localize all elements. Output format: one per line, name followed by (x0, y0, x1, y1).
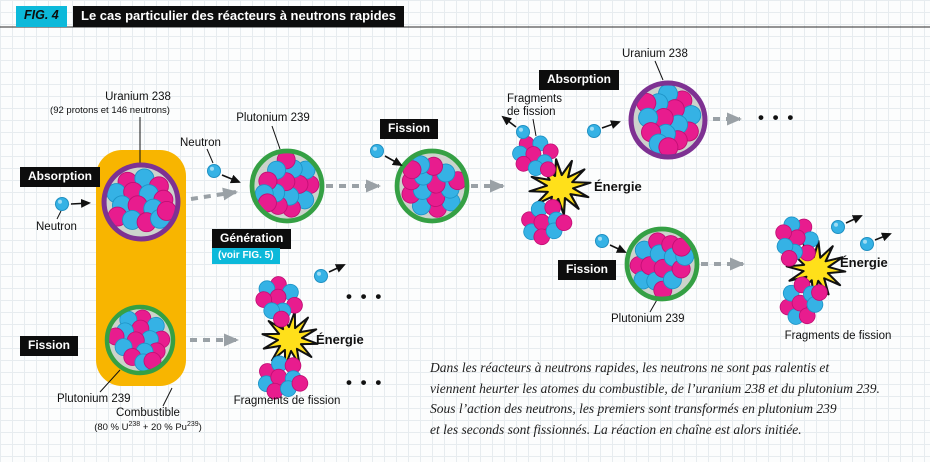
label-connector-line (532, 118, 537, 137)
fission-fragment-cluster (507, 129, 564, 181)
plutonium-label-right: Plutonium 239 (611, 313, 685, 325)
neutron-icon (860, 232, 892, 251)
continuation-dots-left-top: • • • (346, 287, 384, 306)
fission-label-mid: Fission (380, 119, 439, 139)
caption-line: viennent heurter les atomes du combustib… (430, 380, 880, 396)
formula-superscript: 238 (128, 421, 141, 428)
label-connector-line (206, 148, 214, 164)
label-connector-line (56, 210, 62, 220)
caption-text: Dans les réacteurs à neutrons rapides, l… (430, 358, 880, 440)
caption-line: Sous l’action des neutrons, les premiers… (430, 401, 837, 416)
process-arrow (190, 187, 238, 201)
plutonium-fuel-label: Plutonium 239 (57, 393, 131, 405)
neutron-label-left: Neutron (36, 221, 77, 233)
formula-superscript: 239 (186, 421, 199, 428)
formula-part: (80 % U (94, 422, 129, 434)
plutonium-239-nucleus-generated (245, 143, 331, 231)
label-connector-line (654, 60, 664, 81)
combustible-label: Combustible (116, 407, 180, 419)
uranium-238-nucleus-absorbing (627, 76, 712, 164)
fission-label-right: Fission (558, 260, 617, 280)
neutron-icon (587, 120, 621, 138)
caption-line: et les seconds sont fissionnés. La réact… (430, 421, 802, 437)
neutron-label-mid: Neutron (180, 137, 221, 149)
neutron-icon (370, 144, 403, 166)
absorption-label-left: Absorption (20, 167, 100, 187)
label-connector-line (99, 369, 121, 393)
absorption-label-right: Absorption (539, 70, 619, 90)
continuation-dots-left-bottom: • • • (346, 373, 384, 392)
voir-fig5-reference: (voir FIG. 5) (212, 248, 280, 264)
formula-part: + 20 % Pu (140, 422, 187, 434)
plutonium-239-nucleus-fissioning (389, 147, 473, 227)
uranium-fuel-label: Uranium 238 (105, 91, 171, 103)
generation-label: Génération (212, 229, 292, 249)
continuation-dots-right: • • • (758, 108, 796, 127)
neutron-icon (207, 164, 241, 184)
neutron-icon (55, 197, 91, 211)
energy-label-left: Énergie (316, 332, 364, 347)
caption-line: Dans les réacteurs à neutrons rapides, l… (430, 360, 830, 375)
plutonium-239-nucleus-branch (618, 219, 704, 307)
figure-number-badge: FIG. 4 (16, 6, 67, 27)
fission-label-left: Fission (20, 336, 79, 356)
fragments-label-left: Fragments de fission (233, 395, 341, 407)
energy-label-right: Énergie (840, 255, 888, 270)
combustible-formula: (80 % U238 + 20 % Pu239) (94, 421, 202, 433)
neutron-icon (314, 264, 346, 283)
uranium-label-right: Uranium 238 (622, 48, 688, 60)
plutonium-label-mid: Plutonium 239 (236, 112, 310, 124)
uranium-fuel-sublabel: (92 protons et 146 neutrons) (50, 105, 170, 116)
plutonium-239-nucleus-fuel (99, 297, 184, 381)
energy-label-mid: Énergie (594, 179, 642, 194)
neutron-icon (501, 115, 530, 139)
formula-part: ) (198, 422, 202, 434)
neutron-icon (831, 215, 863, 234)
neutron-icon (595, 234, 627, 253)
label-connector-line (271, 125, 281, 150)
label-connector-line (162, 387, 173, 407)
fragments-label-top-line1: Fragments (507, 93, 562, 105)
uranium-238-nucleus-fuel (101, 162, 181, 242)
figure-title: Le cas particulier des réacteurs à neutr… (73, 6, 405, 28)
fragments-label-top-line2: de fission (507, 106, 556, 118)
fragments-label-right: Fragments de fission (784, 330, 892, 342)
